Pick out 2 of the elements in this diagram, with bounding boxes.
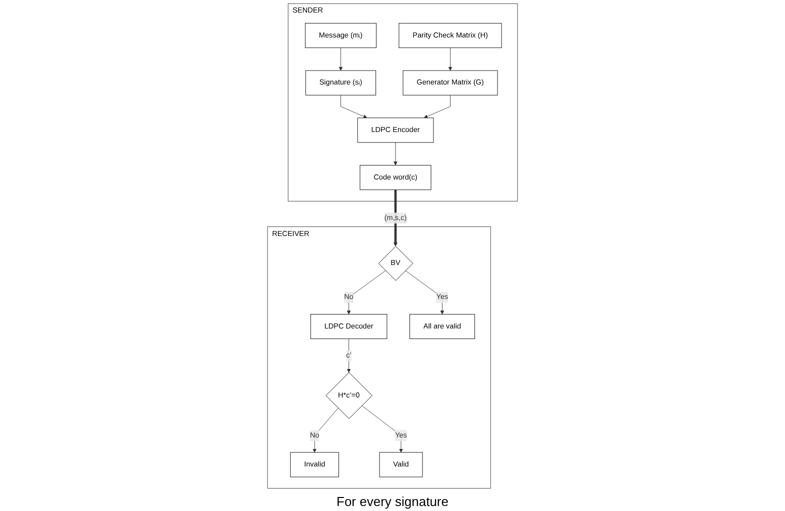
arrow [394,190,398,246]
note-text: For every signature [336,494,448,509]
